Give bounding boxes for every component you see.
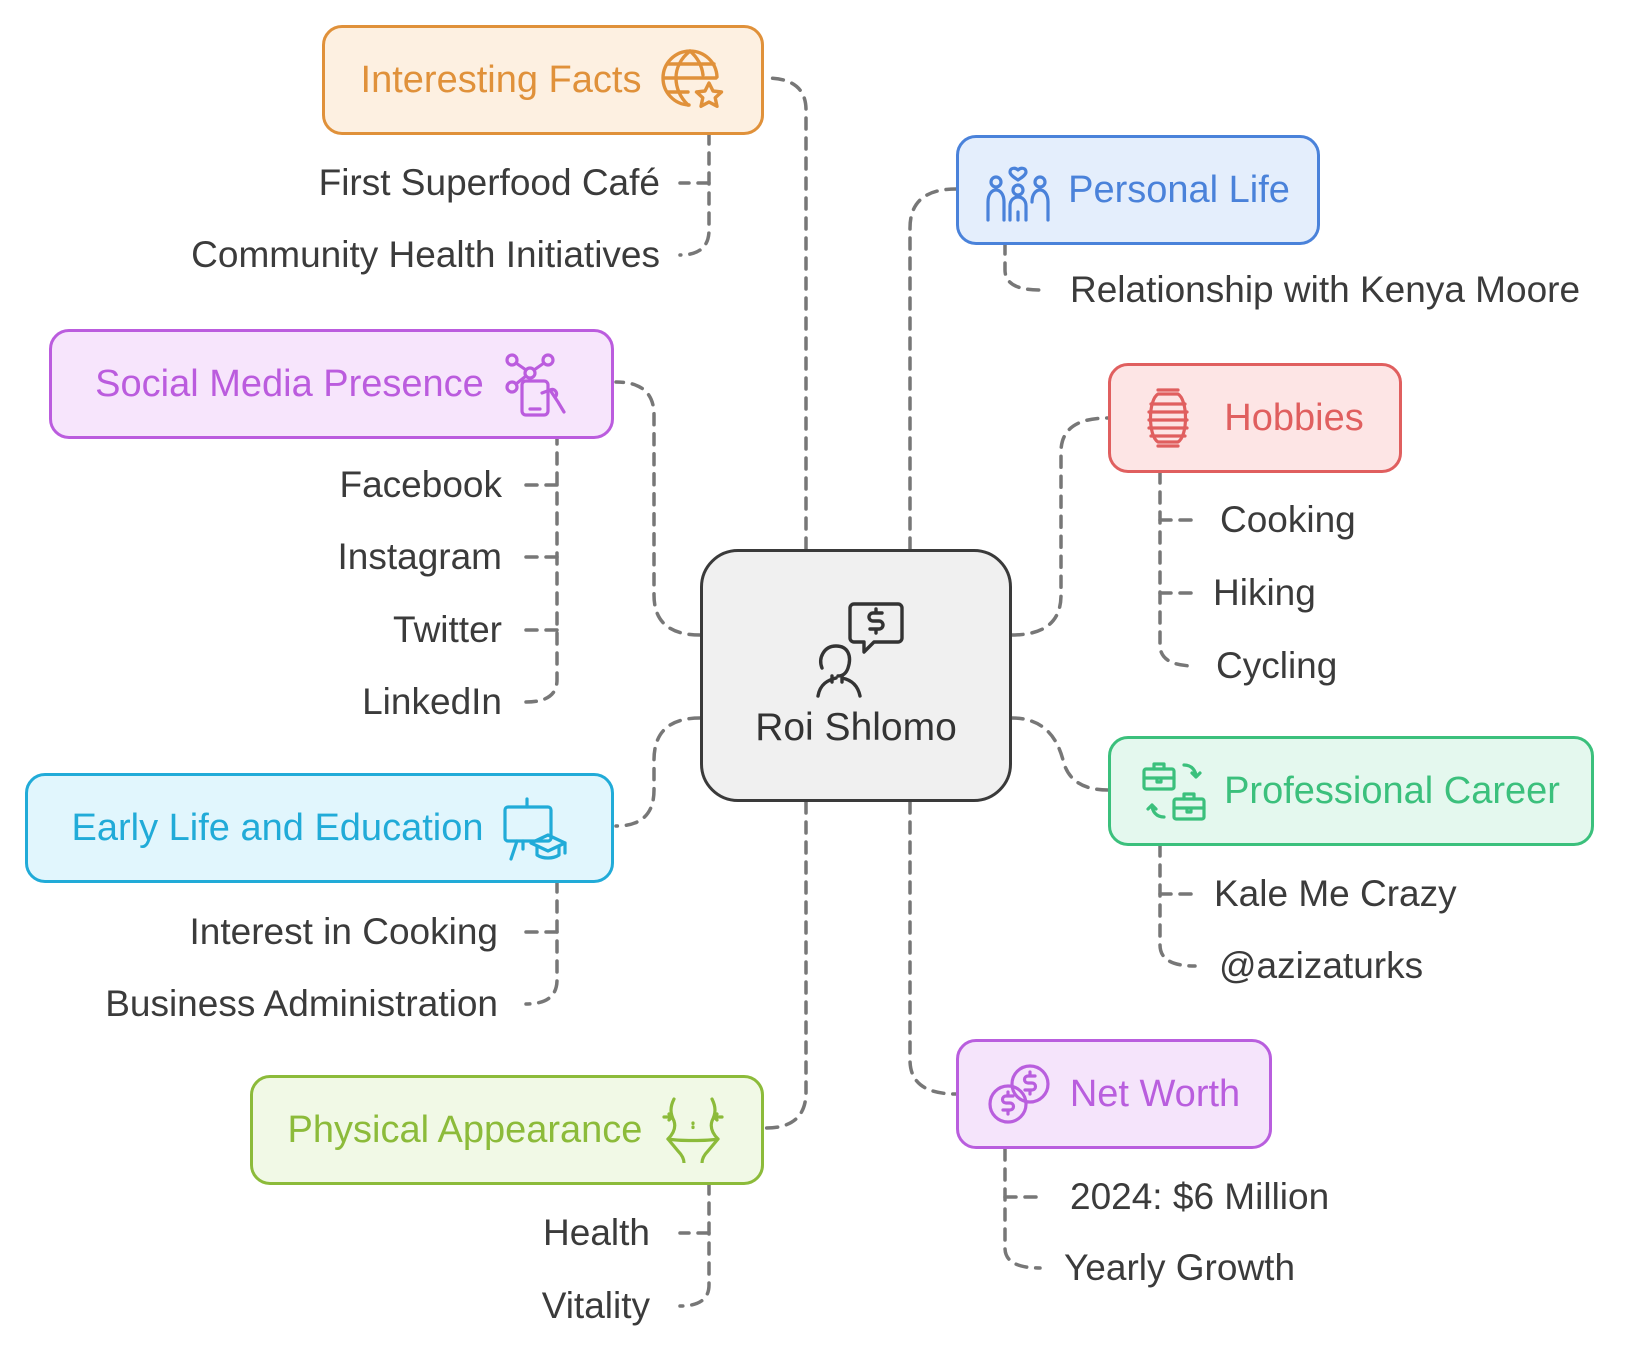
center-node[interactable]: Roi Shlomo	[700, 549, 1012, 802]
graduation-board-icon	[503, 797, 568, 861]
branch-label: Hobbies	[1224, 396, 1364, 439]
briefcase-swap-icon	[1142, 762, 1206, 821]
leaf-health: Health	[543, 1212, 650, 1253]
leaf-2024-6-million: 2024: $6 Million	[1070, 1176, 1330, 1217]
person-money-speech-icon	[816, 602, 904, 698]
leaf-azizaturks: @azizaturks	[1219, 945, 1424, 986]
branch-personal-life[interactable]: Personal Life	[956, 135, 1320, 245]
leaf-first-superfood-cafe: First Superfood Café	[318, 162, 660, 203]
leaf-interest-in-cooking: Interest in Cooking	[189, 911, 498, 952]
leaf-relationship-with-kenya-moore: Relationship with Kenya Moore	[1070, 269, 1581, 310]
leaf-cycling: Cycling	[1216, 645, 1338, 686]
leaf-yearly-growth: Yearly Growth	[1064, 1247, 1296, 1288]
branch-label: Personal Life	[1068, 168, 1290, 211]
branch-social-media-presence[interactable]: Social Media Presence	[49, 329, 614, 439]
social-network-phone-icon	[505, 353, 566, 417]
globe-star-icon	[661, 49, 724, 108]
branch-label: Early Life and Education	[71, 806, 484, 849]
leaf-business-administration: Business Administration	[105, 983, 498, 1024]
leaf-instagram: Instagram	[337, 536, 502, 577]
leaf-cooking: Cooking	[1220, 499, 1356, 540]
branch-label: Professional Career	[1224, 769, 1560, 812]
branch-hobbies[interactable]: Hobbies	[1108, 363, 1402, 473]
branch-label: Net Worth	[1069, 1072, 1241, 1115]
body-waist-icon	[662, 1097, 725, 1163]
branch-label: Interesting Facts	[360, 58, 642, 101]
branch-physical-appearance[interactable]: Physical Appearance	[250, 1075, 764, 1185]
leaf-community-health-initiatives: Community Health Initiatives	[191, 234, 660, 275]
leaf-linkedin: LinkedIn	[362, 681, 502, 722]
lantern-icon	[1147, 388, 1189, 448]
branch-professional-career[interactable]: Professional Career	[1108, 736, 1594, 846]
branch-net-worth[interactable]: Net Worth	[956, 1039, 1272, 1149]
branch-label: Physical Appearance	[287, 1108, 643, 1151]
leaf-hiking: Hiking	[1213, 572, 1316, 613]
family-heart-icon	[986, 166, 1050, 222]
coins-dollar-icon	[988, 1064, 1050, 1124]
branch-label: Social Media Presence	[95, 362, 484, 405]
branch-early-life-and-education[interactable]: Early Life and Education	[25, 773, 614, 883]
branch-interesting-facts[interactable]: Interesting Facts	[322, 25, 764, 135]
leaf-vitality: Vitality	[541, 1285, 650, 1326]
leaf-kale-me-crazy: Kale Me Crazy	[1214, 873, 1457, 914]
leaf-twitter: Twitter	[393, 609, 502, 650]
leaf-facebook: Facebook	[339, 464, 503, 505]
center-label: Roi Shlomo	[755, 706, 957, 749]
